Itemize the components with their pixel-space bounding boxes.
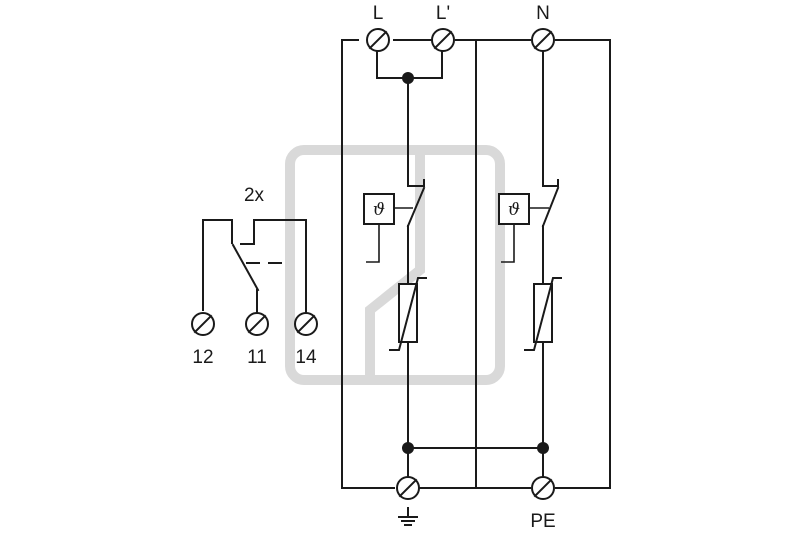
terminal-pe — [531, 476, 555, 500]
terminal-l — [366, 28, 390, 52]
n-thermal-box: ϑ — [498, 193, 530, 225]
aux-pin-12-terminal — [191, 312, 215, 336]
terminal-pe-label: PE — [530, 511, 555, 532]
terminal-l-prime-label: L' — [436, 3, 450, 24]
l-varistor — [389, 277, 427, 351]
terminal-ground — [396, 476, 420, 500]
n-thermal-symbol: ϑ — [508, 200, 520, 220]
terminal-l-label: L — [373, 3, 384, 24]
auxiliary-contact: 2x 12 11 14 — [191, 185, 318, 368]
n-branch: ϑ — [498, 50, 562, 477]
aux-pin-11-label: 11 — [247, 347, 267, 368]
enclosure-frames — [341, 39, 611, 489]
l-thermal-box: ϑ — [363, 193, 395, 225]
terminal-n-label: N — [536, 3, 550, 24]
terminal-n — [531, 28, 555, 52]
aux-pin-14-label: 14 — [295, 347, 317, 368]
aux-pin-14-terminal — [294, 312, 318, 336]
l-thermal-symbol: ϑ — [373, 200, 385, 220]
aux-multiplier-label: 2x — [244, 185, 265, 206]
aux-pin-11-terminal — [245, 312, 269, 336]
n-varistor — [524, 277, 562, 351]
watermark-logo — [285, 145, 505, 385]
terminal-l-prime — [431, 28, 455, 52]
aux-pin-12-label: 12 — [192, 347, 213, 368]
ground-icon — [398, 507, 418, 526]
l-branch: ϑ — [363, 50, 443, 477]
